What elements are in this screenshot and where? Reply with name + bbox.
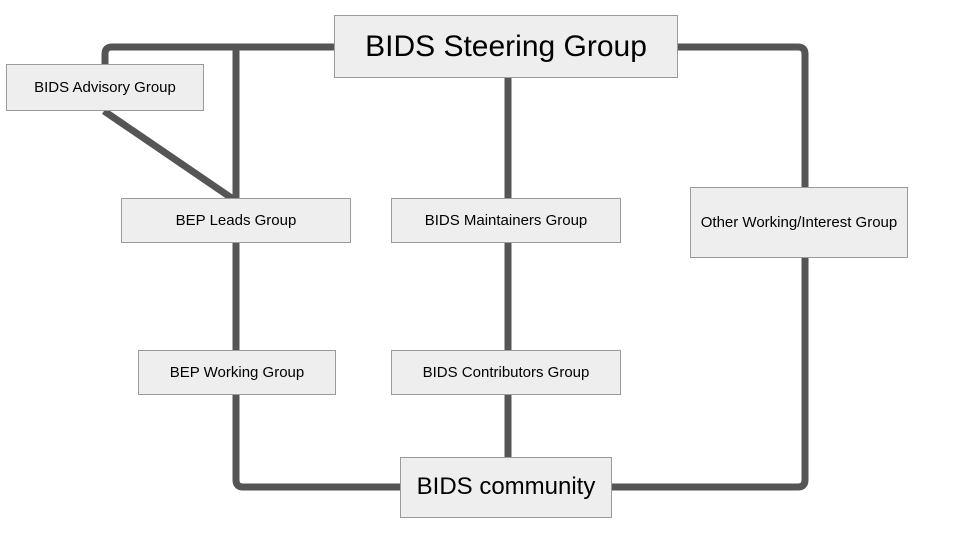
- node-bids-maintainers-group[interactable]: BIDS Maintainers Group: [391, 198, 621, 243]
- edge-steering-to-other-working: [678, 43, 809, 189]
- node-label-bids-advisory-group: BIDS Advisory Group: [34, 78, 176, 96]
- node-bep-working-group[interactable]: BEP Working Group: [138, 350, 336, 395]
- node-label-other-working-interest-group: Other Working/Interest Group: [700, 213, 898, 231]
- edge-steering-to-advisory: [101, 43, 334, 66]
- node-label-bids-maintainers-group: BIDS Maintainers Group: [424, 211, 588, 229]
- edge-bep-working-to-community: [232, 393, 402, 491]
- node-label-bids-contributors-group: BIDS Contributors Group: [422, 363, 590, 381]
- node-bids-steering-group[interactable]: BIDS Steering Group: [334, 15, 678, 78]
- node-bids-advisory-group[interactable]: BIDS Advisory Group: [6, 64, 204, 111]
- node-bids-community[interactable]: BIDS community: [400, 457, 612, 518]
- node-bep-leads-group[interactable]: BEP Leads Group: [121, 198, 351, 243]
- edge-advisory-to-bep-leads: [102, 108, 235, 202]
- node-label-bep-leads-group: BEP Leads Group: [175, 211, 297, 229]
- node-label-bids-steering-group: BIDS Steering Group: [365, 29, 647, 63]
- node-bids-contributors-group[interactable]: BIDS Contributors Group: [391, 350, 621, 395]
- edge-other-working-to-community: [610, 256, 809, 491]
- node-label-bids-community: BIDS community: [416, 473, 596, 501]
- node-other-working-interest-group[interactable]: Other Working/Interest Group: [690, 187, 908, 258]
- node-label-bep-working-group: BEP Working Group: [169, 363, 305, 381]
